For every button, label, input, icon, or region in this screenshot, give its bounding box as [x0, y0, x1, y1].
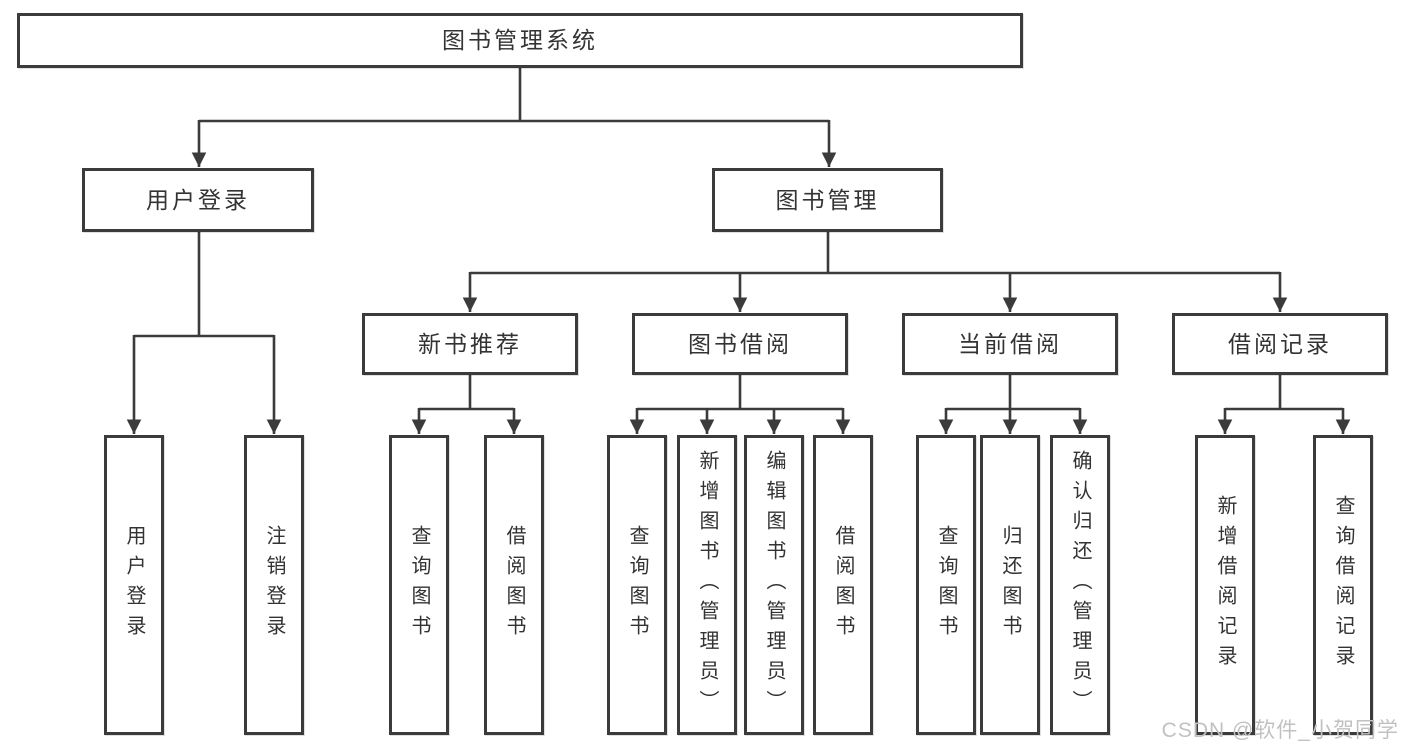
leaf-logout: 注销登录 [244, 435, 304, 735]
connector-trunk-lines [134, 67, 1343, 411]
node-borrow-records: 借阅记录 [1172, 313, 1388, 375]
node-user-login: 用户登录 [82, 168, 314, 232]
leaf-br-query-record: 查询借阅记录 [1313, 435, 1373, 735]
leaf-bb-query-book: 查询图书 [607, 435, 667, 735]
node-current-borrow: 当前借阅 [902, 313, 1118, 375]
leaf-nb-query-book: 查询图书 [389, 435, 449, 735]
leaf-cb-return-book: 归还图书 [980, 435, 1040, 735]
leaf-bb-edit-book-admin: 编辑图书（管理员） [744, 435, 804, 735]
leaf-user-login: 用户登录 [104, 435, 164, 735]
leaf-cb-confirm-return-admin: 确认归还（管理员） [1050, 435, 1110, 735]
node-book-borrow: 图书借阅 [632, 313, 848, 375]
node-book-management: 图书管理 [712, 168, 943, 232]
node-root: 图书管理系统 [17, 13, 1023, 68]
watermark: CSDN @软件_小贺同学 [1161, 719, 1399, 742]
leaf-cb-query-book: 查询图书 [916, 435, 976, 735]
leaf-bb-borrow-book: 借阅图书 [813, 435, 873, 735]
leaf-bb-add-book-admin: 新增图书（管理员） [677, 435, 737, 735]
leaf-nb-borrow-book: 借阅图书 [484, 435, 544, 735]
leaf-br-add-record: 新增借阅记录 [1195, 435, 1255, 735]
node-new-book-recommend: 新书推荐 [362, 313, 578, 375]
